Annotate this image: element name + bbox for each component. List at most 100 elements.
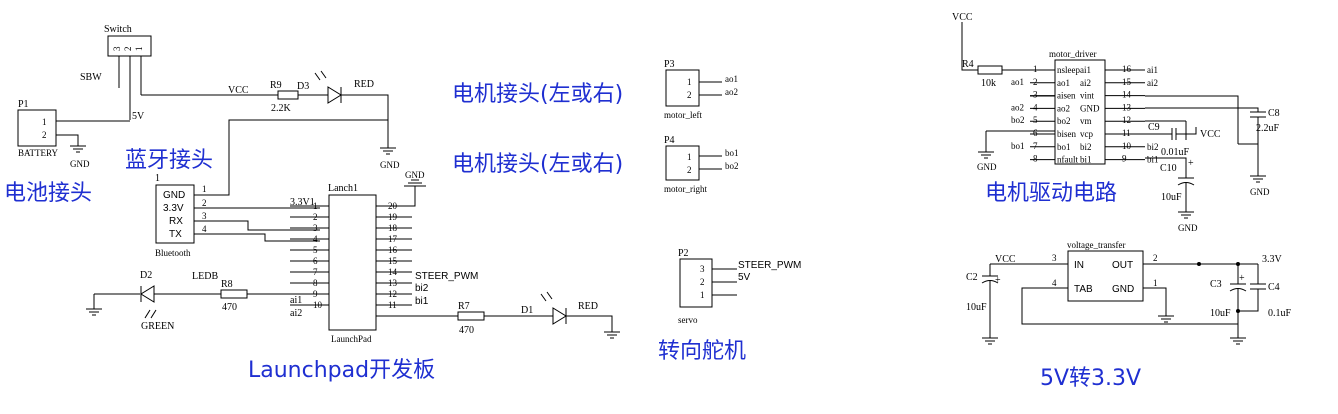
p4-net-bo1: bo1 [725, 148, 739, 158]
bt-pin-2: 2 [202, 198, 207, 208]
p2-pin-3: 3 [700, 264, 705, 274]
md-left-label: bo1 [1057, 142, 1071, 152]
p4-name: motor_right [664, 184, 707, 194]
lp-right-pin: 17 [388, 234, 398, 244]
net-vcc-vr: VCC [995, 254, 1016, 265]
lp-left-pin: 4 [313, 234, 318, 244]
md-left-net: bo2 [1011, 115, 1025, 125]
md-left-pin: 4 [1033, 102, 1038, 112]
bt-label-33v: 3.3V [163, 203, 184, 214]
c9-ref: C9 [1148, 122, 1160, 133]
md-right-label: bi2 [1080, 142, 1092, 152]
led-d1: D1 RED [521, 291, 598, 325]
md-left-pin: 6 [1033, 128, 1038, 138]
net-vcc-driver: VCC [952, 12, 973, 23]
lp-right-pin: 11 [388, 300, 397, 310]
p2-net-5v: 5V [738, 272, 751, 283]
vr-name: voltage_transfer [1067, 240, 1125, 250]
lp-left-pin: 7 [313, 267, 318, 277]
r4-value: 10k [981, 78, 996, 89]
lp-left-pin: 5 [313, 245, 318, 255]
lp-left-pin: 6 [313, 256, 318, 266]
md-right-net: bi2 [1147, 142, 1159, 152]
md-left-label: nsleep [1057, 65, 1080, 75]
gnd-driver: GND [977, 162, 997, 172]
p1-pin-1: 1 [42, 117, 47, 127]
lp-net-ai1: ai1 [290, 295, 302, 306]
md-right-label: bi1 [1080, 155, 1092, 165]
lp-left-pin: 3 [313, 223, 318, 233]
md-right-label: vm [1080, 116, 1092, 126]
p4-net-bo2: bo2 [725, 161, 739, 171]
switch-name: Switch [104, 24, 132, 35]
p4-pin-2: 2 [687, 165, 692, 175]
c2-polarity: + [995, 275, 1001, 286]
lp-left-pin: 10 [313, 300, 323, 310]
md-left-label: bisen [1057, 129, 1076, 139]
md-right-net: bi1 [1147, 155, 1159, 165]
switch-pin-2: 2 [123, 47, 133, 52]
lp-right-pin: 15 [388, 256, 398, 266]
md-right-pin: 12 [1122, 115, 1131, 125]
md-left-label: ao2 [1057, 103, 1070, 113]
md-right-net: ai2 [1147, 78, 1158, 88]
net-vcc-c9: VCC [1200, 129, 1221, 140]
battery-connector-p1: P1 1 2 BATTERY [17, 99, 59, 158]
lp-net-bi1: bi1 [415, 296, 429, 307]
d2-color: GREEN [141, 321, 174, 332]
r8-ref: R8 [221, 279, 233, 290]
switch-net-sbw: SBW [80, 72, 102, 83]
r4-ref: R4 [962, 59, 974, 70]
p3-net-ao2: ao2 [725, 87, 738, 97]
lp-right-pin: 18 [388, 223, 398, 233]
md-right-pin: 13 [1122, 102, 1132, 112]
r9-value: 2.2K [271, 103, 292, 114]
title-motor-drive: 电机驱动电路 [985, 181, 1117, 206]
vr-label-out: OUT [1112, 260, 1133, 271]
d1-color: RED [578, 301, 598, 312]
lp-net-steer: STEER_PWM [415, 271, 478, 282]
md-right-label: ai2 [1080, 78, 1091, 88]
vr-label-tab: TAB [1074, 284, 1093, 295]
lp-right-pin: 14 [388, 267, 398, 277]
md-right-label: GND [1080, 103, 1100, 113]
r9-ref: R9 [270, 80, 282, 91]
md-left-label: aisen [1057, 91, 1076, 101]
md-left-pin: 7 [1033, 141, 1038, 151]
c4-value: 0.1uF [1268, 308, 1292, 319]
d2-ref: D2 [140, 270, 152, 281]
net-5v-battery: 5V [132, 111, 145, 122]
switch-component: Switch 3 2 1 SBW [80, 24, 152, 120]
md-right-pin: 15 [1122, 77, 1132, 87]
lp-net-33v: 3.3V1 [290, 197, 315, 208]
p4-ref: P4 [664, 135, 675, 146]
md-right-pin: 10 [1122, 141, 1132, 151]
md-name: motor_driver [1049, 49, 1097, 59]
connector-p2-servo: P2 3 2 1 servo STEER_PWM 5V [678, 248, 801, 325]
lp-left-pin: 8 [313, 278, 318, 288]
gnd-c10: GND [1178, 223, 1198, 233]
p3-net-ao1: ao1 [725, 74, 738, 84]
p1-pin-2: 2 [42, 130, 47, 140]
lp-right-pin: 16 [388, 245, 398, 255]
c4-ref: C4 [1268, 282, 1280, 293]
title-servo: 转向舵机 [658, 339, 746, 364]
connector-p4: P4 1 2 motor_right bo1 bo2 [664, 135, 739, 194]
r7-value: 470 [459, 325, 474, 336]
lp-net-ai2: ai2 [290, 308, 302, 319]
p1-name: BATTERY [18, 148, 59, 158]
gnd-c8: GND [1250, 187, 1270, 197]
c9-value: 0.01uF [1161, 147, 1190, 158]
bt-pin-3: 3 [202, 211, 207, 221]
md-right-label: vcp [1080, 129, 1093, 139]
p2-net-steer: STEER_PWM [738, 260, 801, 271]
lp-right-pin: 12 [388, 289, 397, 299]
p2-ref: P2 [678, 248, 689, 259]
resistor-r7: R7 470 [457, 301, 485, 336]
md-left-label: ao1 [1057, 78, 1070, 88]
bt-pin-4: 4 [202, 224, 207, 234]
title-bluetooth: 蓝牙接头 [125, 148, 213, 173]
p3-pin-1: 1 [687, 77, 692, 87]
connector-p3: P3 1 2 motor_left ao1 ao2 [664, 59, 738, 120]
